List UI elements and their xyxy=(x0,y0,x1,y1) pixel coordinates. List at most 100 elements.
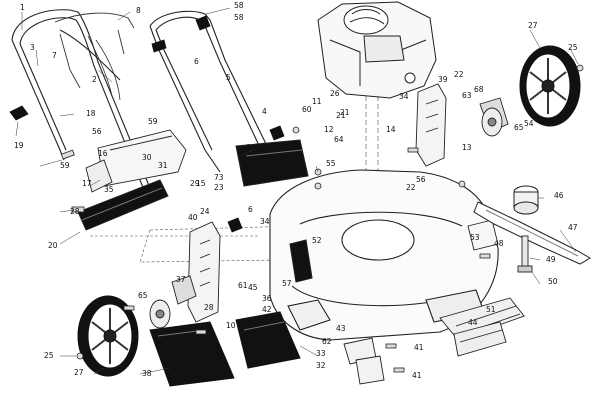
part-number-18: 18 xyxy=(86,109,96,118)
part-number-47: 47 xyxy=(568,223,578,232)
part-number-65: 65 xyxy=(514,123,524,132)
part-number-62: 62 xyxy=(322,337,332,346)
mower-blade xyxy=(473,201,591,265)
part-number-68: 68 xyxy=(474,85,484,94)
part-number-2: 2 xyxy=(92,75,97,84)
part-number-24: 24 xyxy=(200,207,210,216)
part-number-40: 40 xyxy=(188,213,198,222)
part-number-60: 60 xyxy=(302,105,312,114)
part-number-30: 30 xyxy=(142,153,152,162)
discharge-deflector xyxy=(85,129,187,193)
part-number-12: 12 xyxy=(324,125,334,134)
part-number-51: 51 xyxy=(486,305,496,314)
part-number-57: 57 xyxy=(282,279,292,288)
blade-bolt xyxy=(517,235,533,273)
part-number-4: 4 xyxy=(262,107,267,116)
part-number-7: 7 xyxy=(52,51,57,60)
part-number-44: 44 xyxy=(468,318,478,327)
part-number-46: 46 xyxy=(554,191,564,200)
control-bail xyxy=(54,12,135,89)
part-number-58: 58 xyxy=(234,1,244,10)
part-number-35: 35 xyxy=(104,185,114,194)
part-number-64: 64 xyxy=(334,135,344,144)
part-number-58: 58 xyxy=(234,13,244,22)
part-number-27: 27 xyxy=(528,21,538,30)
part-number-26: 26 xyxy=(330,89,340,98)
rear-door-frame xyxy=(90,225,301,263)
part-number-22: 22 xyxy=(454,70,464,79)
part-number-22: 22 xyxy=(406,183,416,192)
part-number-16: 16 xyxy=(98,149,108,158)
part-number-43: 43 xyxy=(336,324,346,333)
part-number-56: 56 xyxy=(416,175,426,184)
rear-height-adjuster xyxy=(171,221,221,323)
mower-deck xyxy=(269,169,499,341)
part-number-3: 3 xyxy=(30,43,35,52)
front-wheel-left xyxy=(77,295,139,377)
part-number-11: 11 xyxy=(312,97,322,106)
part-number-27: 27 xyxy=(74,368,84,377)
part-number-21: 21 xyxy=(336,111,346,120)
front-skirt xyxy=(467,219,499,251)
engine xyxy=(317,1,437,99)
axle-brackets xyxy=(343,337,385,385)
part-number-17: 17 xyxy=(82,179,92,188)
part-number-8: 8 xyxy=(136,6,141,15)
part-number-56: 56 xyxy=(92,127,102,136)
part-number-20: 20 xyxy=(48,241,58,250)
part-number-1: 1 xyxy=(20,3,25,12)
part-number-28: 28 xyxy=(204,303,214,312)
part-number-13: 13 xyxy=(462,143,472,152)
blade-adapter xyxy=(513,185,539,215)
rear-skirt-bar xyxy=(453,321,507,357)
part-number-50: 50 xyxy=(548,277,558,286)
part-number-54: 54 xyxy=(524,119,534,128)
rear-wheel-right xyxy=(519,45,581,127)
part-number-49: 49 xyxy=(546,255,556,264)
part-number-34: 34 xyxy=(260,217,270,226)
part-number-28: 28 xyxy=(70,207,80,216)
part-number-41: 41 xyxy=(414,343,424,352)
part-number-14: 14 xyxy=(386,125,396,134)
part-number-5: 5 xyxy=(226,73,231,82)
part-number-32: 32 xyxy=(316,361,326,370)
side-discharge-chute xyxy=(235,299,331,369)
control-cable xyxy=(87,35,121,101)
part-number-38: 38 xyxy=(142,369,152,378)
part-number-73: 73 xyxy=(214,173,224,182)
rear-flap xyxy=(77,179,169,231)
part-number-42: 42 xyxy=(262,305,272,314)
part-number-55: 55 xyxy=(326,159,336,168)
part-number-63: 63 xyxy=(462,91,472,100)
part-number-19: 19 xyxy=(14,141,24,150)
part-number-33: 33 xyxy=(316,349,326,358)
part-number-23: 23 xyxy=(214,183,224,192)
wheel-hub-assembly xyxy=(149,107,503,329)
part-number-59: 59 xyxy=(60,161,70,170)
part-number-25: 25 xyxy=(44,351,54,360)
part-number-9: 9 xyxy=(246,143,251,152)
part-number-10: 10 xyxy=(226,321,236,330)
part-number-25: 25 xyxy=(568,43,578,52)
part-number-65: 65 xyxy=(138,291,148,300)
part-number-53: 53 xyxy=(470,233,480,242)
part-number-29: 29 xyxy=(190,179,200,188)
part-number-52: 52 xyxy=(312,236,322,245)
mulch-plug xyxy=(149,321,235,387)
part-number-21: 21 xyxy=(340,108,350,117)
part-number-6: 6 xyxy=(248,205,253,214)
part-number-61: 61 xyxy=(238,281,248,290)
bolts xyxy=(60,64,584,373)
part-number-15: 15 xyxy=(196,179,206,188)
part-number-36: 36 xyxy=(262,294,272,303)
part-number-48: 48 xyxy=(494,239,504,248)
part-number-6: 6 xyxy=(194,57,199,66)
chute-door xyxy=(235,139,309,187)
part-number-39: 39 xyxy=(438,75,448,84)
knobs xyxy=(9,15,285,233)
leader-lines xyxy=(15,7,579,375)
part-number-41: 41 xyxy=(412,371,422,380)
